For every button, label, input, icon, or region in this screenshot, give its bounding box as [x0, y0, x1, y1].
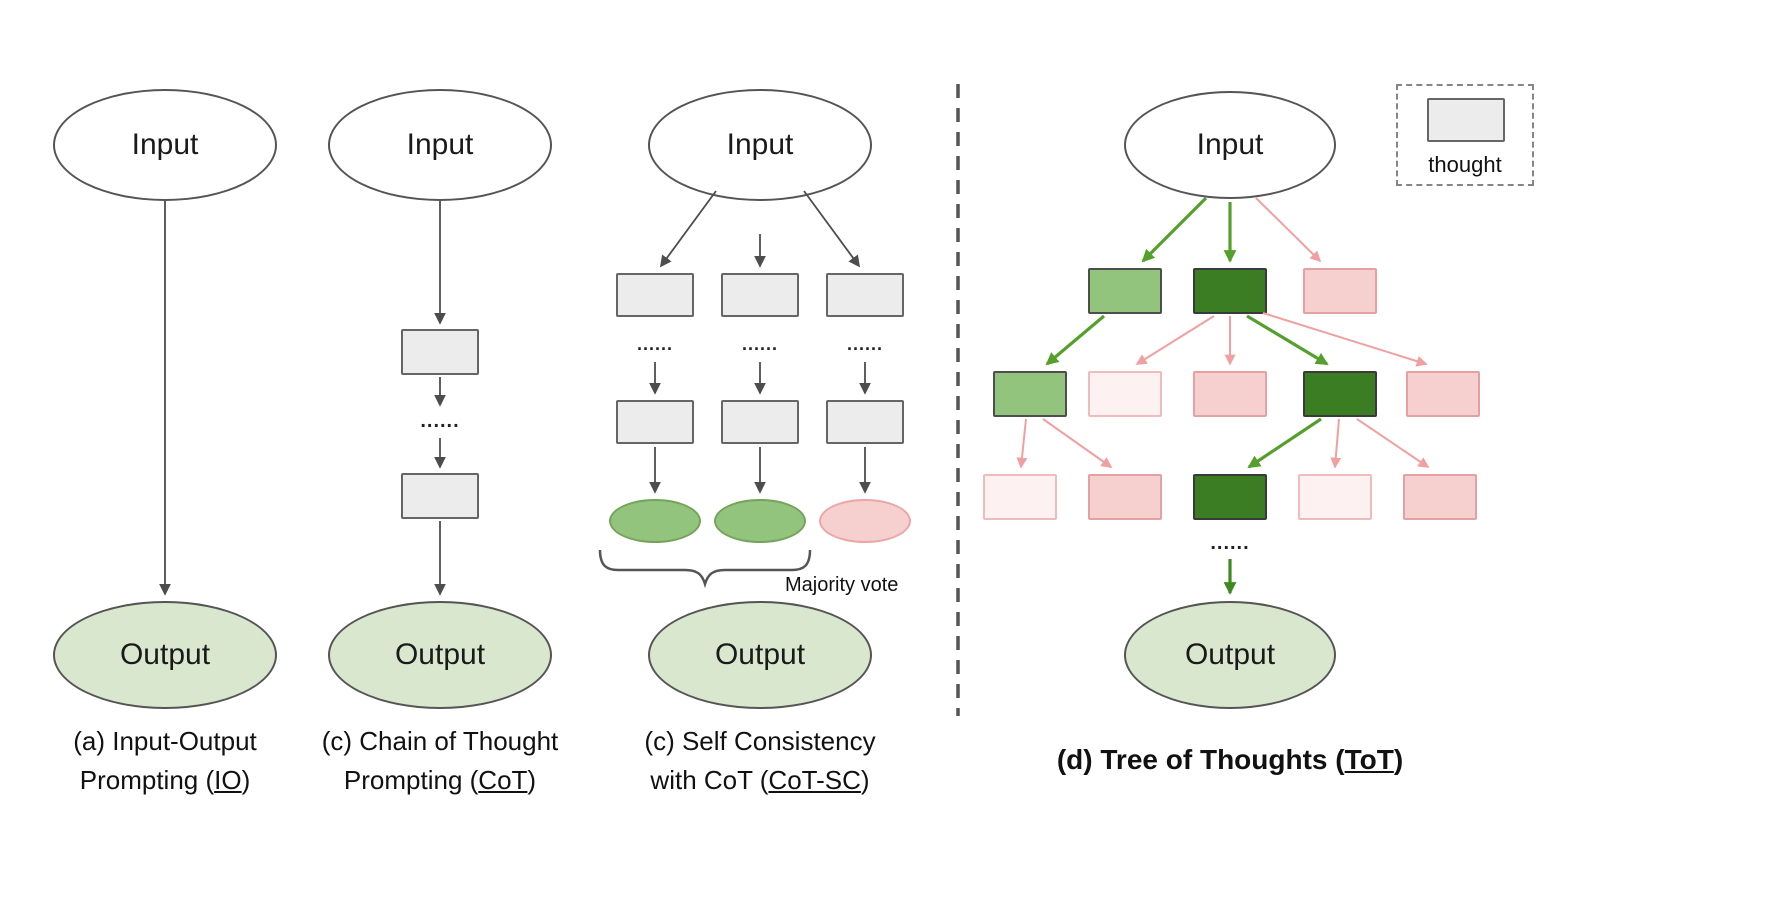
tot-dots: ......: [1210, 532, 1250, 554]
io-caption-line2: Prompting (IO): [10, 761, 320, 800]
io-input-label: Input: [131, 128, 199, 161]
tot-box-r2-pinklight: [1088, 371, 1162, 417]
cotsc-dots-left: ......: [636, 334, 673, 354]
cot-thought-box-2: [401, 473, 479, 519]
cotsc-thought-box-r2c1: [616, 400, 694, 444]
majority-vote-label: Majority vote: [785, 574, 899, 596]
cot-caption-line2-underlined: CoT: [478, 765, 528, 795]
cotsc-thought-box-r1c1: [616, 273, 694, 317]
tot-caption-prefix: (d) Tree of Thoughts (: [1056, 744, 1345, 775]
cotsc-dots-mid: ......: [741, 334, 778, 354]
io-caption-line2-suffix: ): [241, 765, 251, 795]
io-caption-line1: (a) Input-Output: [73, 726, 257, 756]
legend-thought-box: [1427, 98, 1505, 142]
cotsc-output-label: Output: [714, 638, 806, 671]
tot-box-r2-pink-1: [1193, 371, 1267, 417]
cotsc-output-node: Output: [648, 601, 872, 709]
cot-caption-line2-suffix: ): [527, 765, 537, 795]
tot-output-node: Output: [1124, 601, 1336, 709]
cot-input-label: Input: [406, 128, 474, 161]
tot-box-r2-green: [993, 371, 1067, 417]
cot-caption-line2: Prompting (CoT): [280, 761, 600, 800]
tot-box-r1-dark: [1193, 268, 1267, 314]
cotsc-caption: (c) Self Consistency with CoT (CoT-SC): [600, 722, 920, 800]
cotsc-thought-box-r2c2: [721, 400, 799, 444]
tot-box-r2-pink-2: [1406, 371, 1480, 417]
thought-legend: thought: [1396, 84, 1534, 186]
tot-caption-suffix: ): [1393, 744, 1404, 775]
cotsc-thought-box-r1c2: [721, 273, 799, 317]
cotsc-input-node: Input: [648, 89, 872, 201]
cotsc-result-ellipse-green-2: [714, 499, 806, 543]
cot-caption: (c) Chain of Thought Prompting (CoT): [280, 722, 600, 800]
cot-caption-line1: (c) Chain of Thought: [321, 726, 559, 756]
io-output-node: Output: [53, 601, 277, 709]
cotsc-result-ellipse-green-1: [609, 499, 701, 543]
tot-box-r3-pinklight-1: [983, 474, 1057, 520]
tot-input-label: Input: [1196, 128, 1264, 161]
io-caption: (a) Input-Output Prompting (IO): [10, 722, 320, 800]
cotsc-result-ellipse-pink: [819, 499, 911, 543]
tot-caption-underlined: ToT: [1344, 744, 1394, 775]
tot-caption: (d) Tree of Thoughts (ToT): [1030, 740, 1430, 779]
tot-box-r1-pink: [1303, 268, 1377, 314]
cotsc-caption-line1: (c) Self Consistency: [644, 726, 876, 756]
tot-box-r3-dark: [1193, 474, 1267, 520]
tot-input-node: Input: [1124, 91, 1336, 199]
cotsc-thought-box-r2c3: [826, 400, 904, 444]
cotsc-thought-box-r1c3: [826, 273, 904, 317]
legend-thought-label: thought: [1428, 152, 1502, 177]
cot-dots: ......: [420, 410, 460, 432]
cotsc-input-label: Input: [726, 128, 794, 161]
cotsc-dots-right: ......: [846, 334, 883, 354]
cot-input-node: Input: [328, 89, 552, 201]
tot-box-r3-pink-1: [1088, 474, 1162, 520]
cot-output-node: Output: [328, 601, 552, 709]
tot-box-r3-pink-2: [1403, 474, 1477, 520]
io-caption-line2-prefix: Prompting (: [79, 765, 215, 795]
cotsc-caption-line2-suffix: ): [860, 765, 870, 795]
cotsc-caption-line2-underlined: CoT-SC: [768, 765, 861, 795]
io-caption-line2-underlined: IO: [214, 765, 242, 795]
cot-caption-line2-prefix: Prompting (: [343, 765, 479, 795]
tot-box-r3-pinklight-2: [1298, 474, 1372, 520]
tot-box-r1-green: [1088, 268, 1162, 314]
cot-thought-box-1: [401, 329, 479, 375]
cotsc-caption-line2-prefix: with CoT (: [650, 765, 769, 795]
tot-box-r2-dark: [1303, 371, 1377, 417]
io-input-node: Input: [53, 89, 277, 201]
io-output-label: Output: [119, 638, 211, 671]
cot-output-label: Output: [394, 638, 486, 671]
cotsc-caption-line2: with CoT (CoT-SC): [600, 761, 920, 800]
tot-output-label: Output: [1184, 638, 1276, 671]
